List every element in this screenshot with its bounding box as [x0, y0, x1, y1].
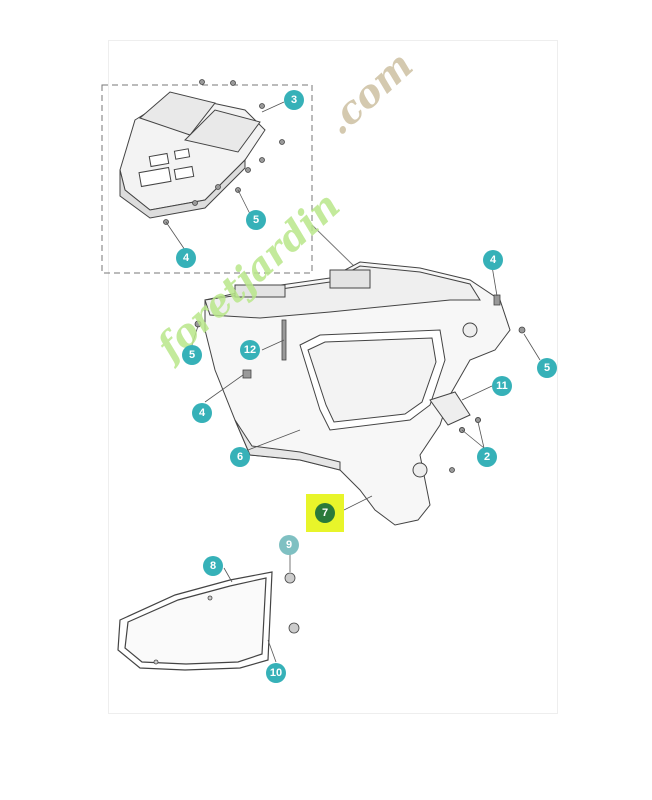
callout-4-right: 4: [483, 250, 503, 270]
diagram-frame: [108, 40, 558, 714]
callout-5-right: 5: [537, 358, 557, 378]
callout-10: 10: [266, 663, 286, 683]
callout-5-left: 5: [182, 345, 202, 365]
leader-lines: [165, 101, 541, 663]
callout-4-mid: 4: [192, 403, 212, 423]
callout-3: 3: [284, 90, 304, 110]
detail-box: [101, 84, 313, 274]
watermark-tan-text: .com: [316, 43, 421, 144]
side-bracket: [429, 391, 481, 433]
door-fasteners: [153, 572, 300, 665]
detail-screws: [163, 79, 285, 225]
callout-7: 7: [315, 503, 335, 523]
instrument-cover: [119, 91, 266, 219]
detail-leader: [311, 224, 359, 271]
watermark-brand: foretjardin .com: [146, 43, 421, 371]
callout-9: 9: [279, 535, 299, 555]
callout-2: 2: [477, 447, 497, 467]
callout-12: 12: [240, 340, 260, 360]
callout-4-top: 4: [176, 248, 196, 268]
body-panel: [204, 261, 511, 526]
callout-11: 11: [492, 376, 512, 396]
highlight-box: 7: [306, 494, 344, 532]
callout-8: 8: [203, 556, 223, 576]
callout-6: 6: [230, 447, 250, 467]
callout-5-top: 5: [246, 210, 266, 230]
door-panel: [117, 571, 273, 671]
